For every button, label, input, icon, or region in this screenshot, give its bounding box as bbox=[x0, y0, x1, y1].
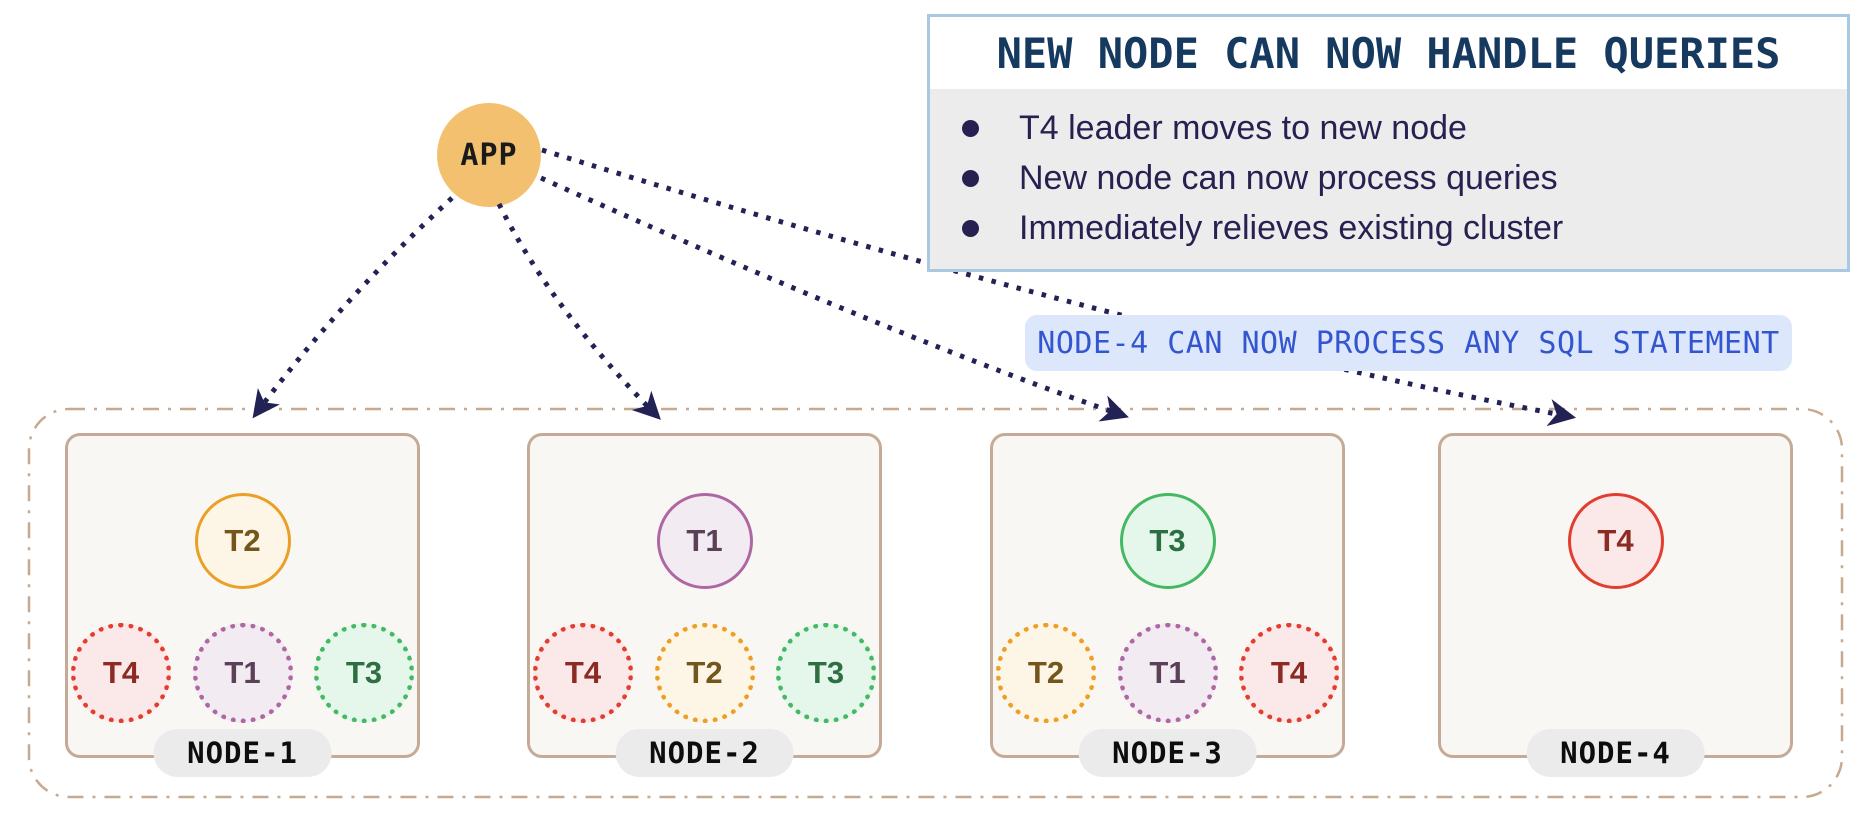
follower-label: T2 bbox=[686, 655, 723, 690]
followers-row: T2 T1 T4 bbox=[996, 623, 1339, 723]
follower-label: T1 bbox=[224, 655, 261, 690]
follower-label: T4 bbox=[1270, 655, 1308, 690]
node-name-pill: NODE-4 bbox=[1526, 729, 1705, 777]
bullet-icon bbox=[962, 169, 979, 187]
leader-circle: T3 bbox=[1119, 493, 1216, 589]
bullet-icon bbox=[962, 219, 979, 237]
info-bullet-item: New node can now process queries bbox=[946, 153, 1837, 203]
follower-circle: T1 bbox=[192, 623, 293, 723]
cluster-node-2: T1 T4 T2 T3 NODE-2 bbox=[527, 433, 882, 777]
node-name-pill: NODE-1 bbox=[153, 729, 332, 777]
follower-label: T1 bbox=[1149, 655, 1186, 690]
leader-circle: T1 bbox=[656, 493, 753, 589]
info-bullet-item: Immediately relieves existing cluster bbox=[946, 203, 1837, 253]
leader-label: T1 bbox=[686, 523, 723, 558]
node-name-pill: NODE-3 bbox=[1078, 729, 1257, 777]
followers-row: T4 T1 T3 bbox=[71, 623, 414, 723]
follower-circle: T2 bbox=[654, 623, 755, 723]
bullet-icon bbox=[962, 119, 979, 137]
app-label: APP bbox=[460, 137, 518, 173]
cluster-node-3: T3 T2 T1 T4 NODE-3 bbox=[990, 433, 1345, 777]
leader-label: T3 bbox=[1149, 523, 1186, 558]
bullet-text: New node can now process queries bbox=[1019, 158, 1558, 197]
bullet-text: T4 leader moves to new node bbox=[1019, 108, 1467, 147]
info-panel: NEW NODE CAN NOW HANDLE QUERIES T4 leade… bbox=[927, 14, 1850, 272]
follower-circle: T4 bbox=[533, 623, 633, 723]
info-panel-header: NEW NODE CAN NOW HANDLE QUERIES bbox=[930, 17, 1847, 89]
info-bullet-item: T4 leader moves to new node bbox=[946, 103, 1837, 153]
follower-circle: T4 bbox=[71, 623, 171, 723]
arrow-app-to-node-1 bbox=[252, 196, 454, 419]
leader-circle: T4 bbox=[1567, 493, 1664, 589]
leader-label: T4 bbox=[1597, 523, 1634, 558]
follower-circle: T3 bbox=[314, 623, 414, 723]
info-panel-title: NEW NODE CAN NOW HANDLE QUERIES bbox=[996, 28, 1781, 78]
leader-label: T2 bbox=[224, 523, 261, 558]
node-name-pill: NODE-2 bbox=[615, 729, 794, 777]
follower-label: T3 bbox=[345, 655, 383, 690]
bullet-text: Immediately relieves existing cluster bbox=[1019, 208, 1564, 247]
callout-label: NODE-4 CAN NOW PROCESS ANY SQL STATEMENT bbox=[1025, 315, 1792, 371]
info-panel-body: T4 leader moves to new node New node can… bbox=[930, 89, 1847, 269]
follower-label: T4 bbox=[102, 655, 140, 690]
cluster-node-1: T2 T4 T1 T3 NODE-1 bbox=[65, 433, 420, 777]
follower-label: T3 bbox=[807, 655, 845, 690]
leader-circle: T2 bbox=[194, 493, 291, 589]
follower-circle: T4 bbox=[1239, 623, 1339, 723]
app-node: APP bbox=[437, 103, 541, 207]
arrow-app-to-node-2 bbox=[496, 202, 661, 420]
follower-circle: T2 bbox=[996, 623, 1096, 723]
follower-circle: T3 bbox=[776, 623, 876, 723]
followers-row: T4 T2 T3 bbox=[533, 623, 876, 723]
follower-label: T4 bbox=[564, 655, 602, 690]
follower-circle: T1 bbox=[1117, 623, 1218, 723]
follower-label: T2 bbox=[1027, 655, 1065, 690]
cluster-node-4: T4 NODE-4 bbox=[1438, 433, 1793, 777]
